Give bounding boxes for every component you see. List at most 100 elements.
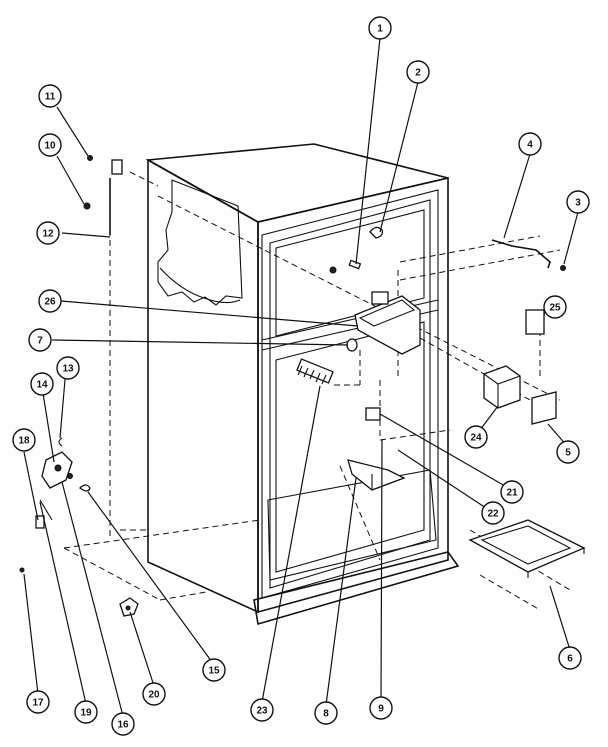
callout-16: 16 xyxy=(111,712,135,736)
callout-11: 11 xyxy=(38,84,62,108)
callout-label: 2 xyxy=(415,68,421,79)
shelf-rail-part-4 xyxy=(491,239,551,269)
callout-label: 18 xyxy=(18,436,30,447)
callout-label: 1 xyxy=(377,24,383,35)
callout-label: 8 xyxy=(323,709,329,720)
callout-5: 5 xyxy=(556,440,580,464)
callout-label: 3 xyxy=(575,198,581,209)
callout-label: 7 xyxy=(37,336,43,347)
callout-circle xyxy=(74,700,98,724)
callout-circle xyxy=(556,440,580,464)
hinge-bracket xyxy=(111,159,123,175)
callout-label: 21 xyxy=(506,488,518,499)
callout-25: 25 xyxy=(543,295,567,319)
callout-circle xyxy=(566,190,590,214)
callout-19: 19 xyxy=(74,700,98,724)
callout-circle xyxy=(543,295,567,319)
clip-part-2 xyxy=(369,226,384,239)
callout-6: 6 xyxy=(558,646,582,670)
knob-part-7 xyxy=(346,338,358,352)
callout-23: 23 xyxy=(250,698,274,722)
panel-part-25 xyxy=(525,309,545,335)
damper-housing xyxy=(354,295,421,355)
callout-label: 17 xyxy=(32,698,44,709)
callout-label: 22 xyxy=(487,509,499,520)
callout-circle xyxy=(500,480,524,504)
box-part-24 xyxy=(483,365,521,409)
callout-circle xyxy=(142,682,166,706)
plate-part-8 xyxy=(347,459,406,491)
callout-circle xyxy=(464,425,488,449)
cover-part-5 xyxy=(531,391,557,425)
tray-part-6 xyxy=(468,519,586,578)
screw-part-11 xyxy=(87,155,93,161)
leveler-part-20 xyxy=(119,597,139,617)
callout-14: 14 xyxy=(30,372,54,396)
callout-label: 23 xyxy=(256,706,268,717)
spring-part-13 xyxy=(58,437,63,447)
callout-3: 3 xyxy=(566,190,590,214)
callout-label: 26 xyxy=(44,297,56,308)
callout-circle xyxy=(30,372,54,396)
callout-circle xyxy=(518,132,542,156)
callout-20: 20 xyxy=(142,682,166,706)
callout-label: 19 xyxy=(80,708,92,719)
callout-2: 2 xyxy=(406,60,430,84)
callout-circle xyxy=(38,289,62,313)
door-hinge-assembly xyxy=(19,437,91,573)
callout-label: 14 xyxy=(36,380,48,391)
screw-part-17 xyxy=(19,567,25,573)
callout-label: 9 xyxy=(378,704,384,715)
callout-circle xyxy=(314,701,338,725)
callout-13: 13 xyxy=(56,356,80,380)
callout-21: 21 xyxy=(500,480,524,504)
callout-label: 5 xyxy=(565,448,571,459)
callout-9: 9 xyxy=(369,696,393,720)
callout-label: 20 xyxy=(148,690,160,701)
callout-circle xyxy=(26,690,50,714)
callout-24: 24 xyxy=(464,425,488,449)
callout-label: 10 xyxy=(44,141,56,152)
callout-10: 10 xyxy=(38,133,62,157)
callout-label: 13 xyxy=(62,364,74,375)
refrigerator-cabinet xyxy=(145,143,460,626)
damper-top xyxy=(371,291,389,305)
bracket-part-21 xyxy=(365,407,381,421)
screw-part-10 xyxy=(83,202,91,210)
callout-circle xyxy=(481,501,505,525)
nut-part xyxy=(329,266,337,274)
callout-15: 15 xyxy=(202,658,226,682)
pin-part-1 xyxy=(348,259,362,270)
heater-part-23 xyxy=(296,358,334,385)
callout-circle xyxy=(558,646,582,670)
callout-4: 4 xyxy=(518,132,542,156)
callout-circle xyxy=(12,428,36,452)
callout-circle xyxy=(38,84,62,108)
callout-label: 15 xyxy=(208,666,220,677)
callout-17: 17 xyxy=(26,690,50,714)
callout-circle xyxy=(369,696,393,720)
nut-part-15 xyxy=(79,484,91,492)
leader-lines xyxy=(23,37,579,717)
callout-label: 4 xyxy=(527,140,533,151)
callout-label: 25 xyxy=(549,303,561,314)
parts xyxy=(19,155,586,617)
callout-26: 26 xyxy=(38,289,62,313)
callout-label: 11 xyxy=(45,92,56,103)
callout-label: 12 xyxy=(42,229,54,240)
callout-18: 18 xyxy=(12,428,36,452)
callout-22: 22 xyxy=(481,501,505,525)
callout-circle xyxy=(38,133,62,157)
callout-8: 8 xyxy=(314,701,338,725)
callout-circle xyxy=(406,60,430,84)
callout-circle xyxy=(202,658,226,682)
callout-1: 1 xyxy=(368,16,392,40)
callout-7: 7 xyxy=(28,328,52,352)
callout-label: 24 xyxy=(470,433,482,444)
callout-circle xyxy=(28,328,52,352)
callout-circle xyxy=(36,221,60,245)
screw-part-3 xyxy=(560,265,566,271)
callout-circle xyxy=(56,356,80,380)
